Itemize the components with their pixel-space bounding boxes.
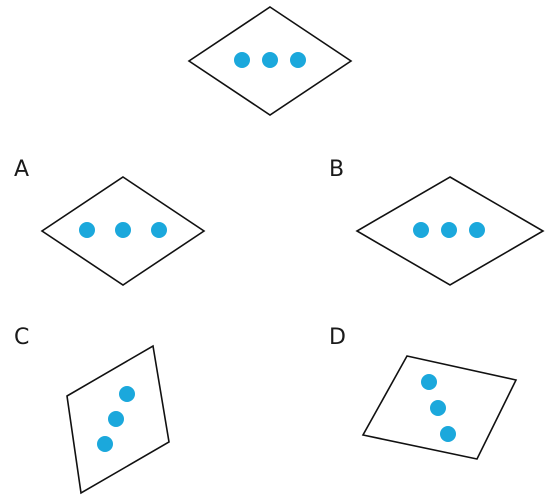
option-a[interactable]: A xyxy=(14,157,206,286)
option-c-dot xyxy=(119,386,135,402)
option-d-dot xyxy=(421,374,437,390)
option-a-label: A xyxy=(14,157,29,182)
reference-dot xyxy=(262,52,278,68)
reference-dot xyxy=(290,52,306,68)
reference-figure xyxy=(187,6,353,116)
option-d-dot xyxy=(440,426,456,442)
option-c-rhombus xyxy=(66,344,170,495)
option-b-dot xyxy=(441,222,457,238)
option-b-label: B xyxy=(329,157,344,182)
option-c[interactable]: C xyxy=(14,325,170,495)
option-c-label: C xyxy=(14,325,29,350)
option-b-rhombus xyxy=(355,176,545,286)
option-a-rhombus xyxy=(40,176,206,286)
reference-rhombus xyxy=(187,6,353,116)
option-b-dot xyxy=(469,222,485,238)
option-d-rhombus xyxy=(361,355,518,460)
option-a-dot xyxy=(115,222,131,238)
option-a-dot xyxy=(79,222,95,238)
option-d-label: D xyxy=(329,325,346,350)
option-b-dot xyxy=(413,222,429,238)
option-d[interactable]: D xyxy=(329,325,518,460)
option-a-dot xyxy=(151,222,167,238)
option-c-dot xyxy=(108,411,124,427)
option-d-dot xyxy=(430,400,446,416)
reference-dot xyxy=(234,52,250,68)
option-b[interactable]: B xyxy=(329,157,545,286)
option-c-dot xyxy=(97,436,113,452)
